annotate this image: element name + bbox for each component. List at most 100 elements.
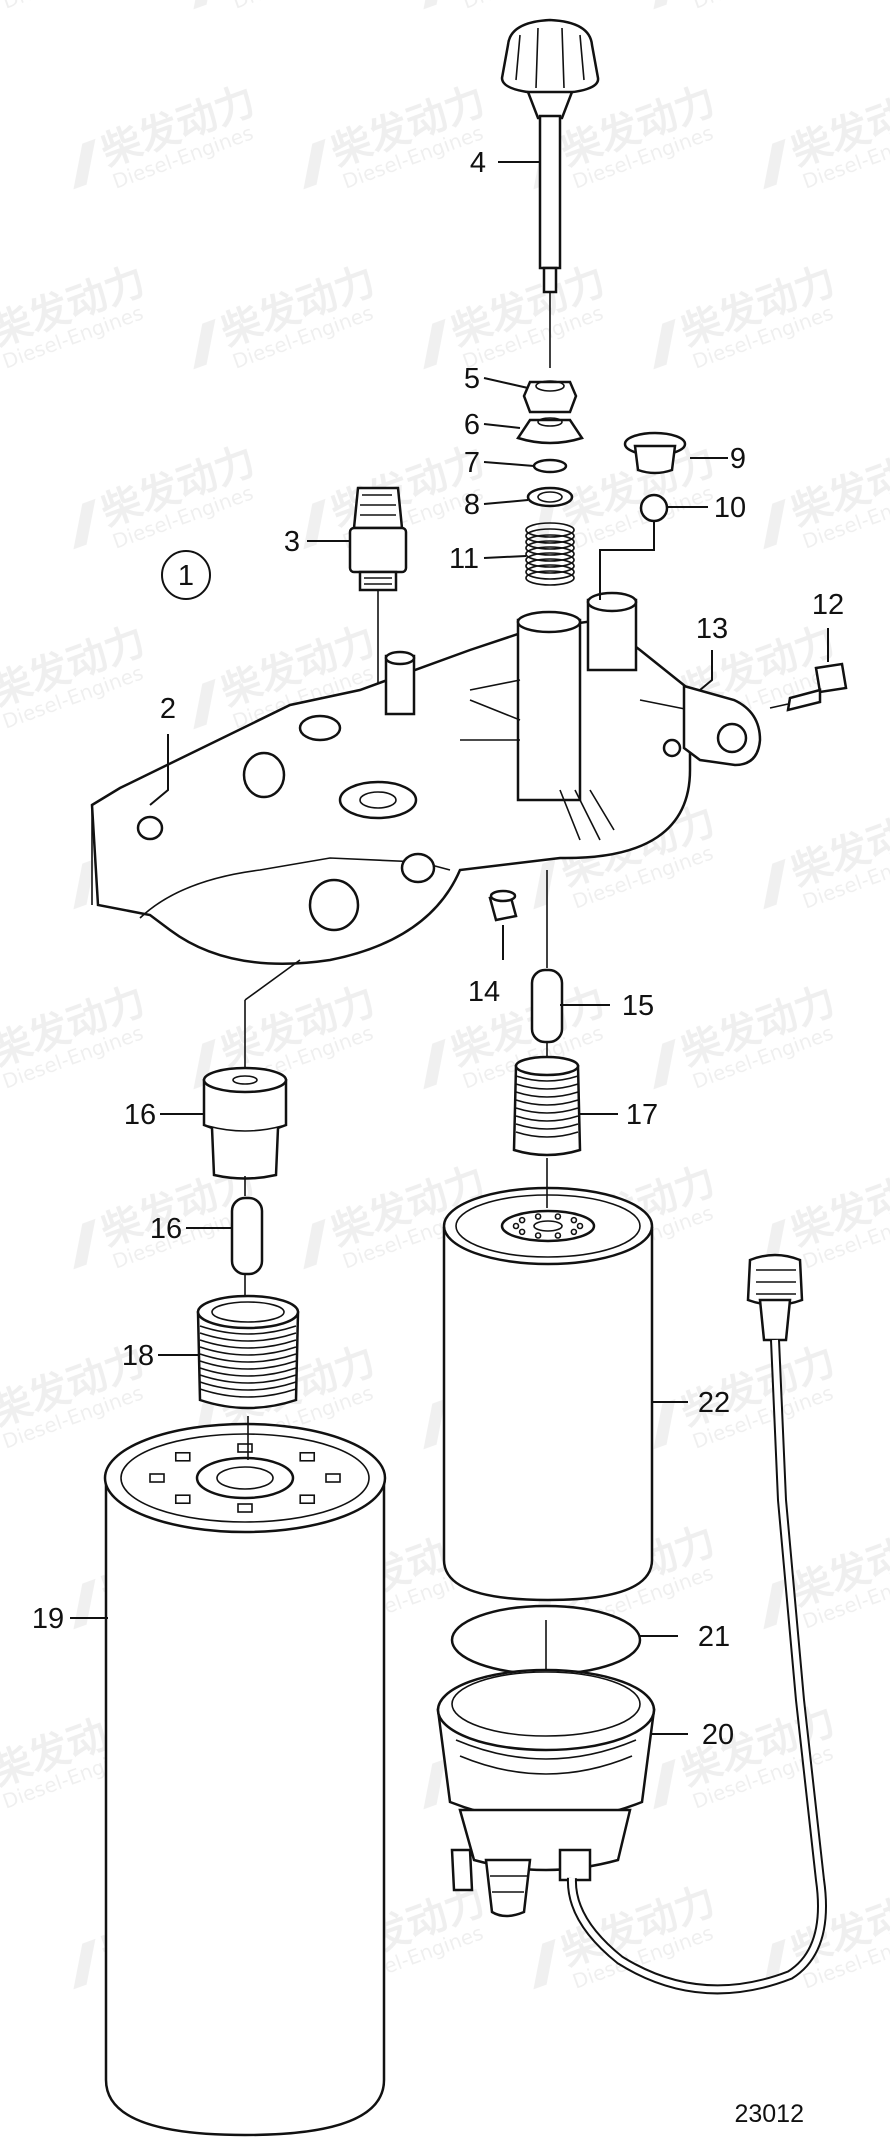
filter-hole bbox=[518, 1216, 526, 1224]
callout-12: 12 bbox=[812, 589, 844, 621]
spring-coil bbox=[525, 546, 575, 562]
part-7-o-ring bbox=[532, 458, 568, 474]
callout-labels: 1 2 3 4 5 6 7 8 9 10 11 12 13 14 15 16 1… bbox=[32, 147, 844, 1751]
thread-line bbox=[199, 1367, 297, 1377]
callout-6: 6 bbox=[464, 409, 480, 441]
callout-4: 4 bbox=[470, 147, 486, 179]
callout-19: 19 bbox=[32, 1603, 64, 1635]
part-10-ball bbox=[639, 493, 669, 523]
thread-line bbox=[199, 1353, 297, 1363]
callout-8: 8 bbox=[464, 489, 480, 521]
callout-7: 7 bbox=[464, 447, 480, 479]
callout-10: 10 bbox=[714, 492, 746, 524]
filter-hole bbox=[299, 1451, 316, 1462]
leader-lines bbox=[70, 161, 829, 1735]
thread-line bbox=[199, 1346, 297, 1356]
spring-coil bbox=[525, 528, 575, 544]
part-19-filter bbox=[103, 1416, 387, 2137]
filter-hole bbox=[518, 1228, 526, 1236]
thread-line bbox=[515, 1091, 579, 1098]
thread-line bbox=[199, 1332, 297, 1342]
spring-coil bbox=[525, 540, 575, 556]
callout-1: 1 bbox=[178, 560, 194, 592]
part-4-hand-pump bbox=[500, 18, 600, 368]
filter-hole bbox=[534, 1213, 542, 1220]
svg-text:Diesel-Engines: Diesel-Engines bbox=[459, 0, 606, 14]
thread-line bbox=[515, 1123, 579, 1130]
filter-hole bbox=[576, 1222, 584, 1230]
thread-line bbox=[515, 1115, 579, 1122]
filter-hole bbox=[570, 1216, 578, 1224]
svg-text:Diesel-Engines: Diesel-Engines bbox=[0, 0, 146, 14]
part-15-adapter bbox=[202, 1000, 288, 1300]
thread-line bbox=[199, 1360, 297, 1370]
callout-13: 13 bbox=[696, 613, 728, 645]
callout-17: 18 bbox=[122, 1340, 154, 1372]
filter-hole bbox=[570, 1228, 578, 1236]
filter-hole bbox=[325, 1473, 341, 1483]
callout-16-upper: 15 bbox=[622, 990, 654, 1022]
filter-hole bbox=[174, 1451, 191, 1462]
callout-18: 17 bbox=[626, 1099, 658, 1131]
filter-hole bbox=[534, 1232, 542, 1239]
callout-3: 3 bbox=[284, 526, 300, 558]
callout-16-lower: 16 bbox=[150, 1213, 182, 1245]
part-3-pressure-sensor bbox=[348, 486, 408, 800]
spring-coil bbox=[525, 552, 575, 568]
filter-hole bbox=[299, 1494, 316, 1505]
svg-text:Diesel-Engines: Diesel-Engines bbox=[229, 0, 376, 14]
thread-line bbox=[199, 1339, 297, 1349]
thread-line bbox=[199, 1325, 297, 1335]
part-13-bracket bbox=[682, 684, 762, 767]
callout-20: 20 bbox=[702, 1719, 734, 1751]
part-11-spring bbox=[525, 522, 575, 586]
part-12-bolt bbox=[769, 662, 848, 712]
thread-line bbox=[199, 1381, 297, 1391]
thread-line bbox=[515, 1083, 579, 1090]
callout-11: 11 bbox=[449, 543, 479, 575]
part-9-plug bbox=[623, 431, 687, 475]
thread-line bbox=[515, 1107, 579, 1114]
callout-15: 16 bbox=[124, 1099, 156, 1131]
thread-line bbox=[515, 1099, 579, 1106]
callout-14: 14 bbox=[468, 976, 500, 1008]
spring-coil bbox=[525, 558, 575, 574]
callout-2: 2 bbox=[160, 693, 176, 725]
svg-text:Diesel-Engines: Diesel-Engines bbox=[689, 0, 836, 14]
filter-hole bbox=[237, 1443, 253, 1453]
part-6-cone bbox=[516, 417, 584, 445]
spring-coil bbox=[525, 564, 575, 580]
drawing-number: 23012 bbox=[734, 2100, 804, 2128]
callout-21: 21 bbox=[698, 1621, 730, 1653]
spring-coil bbox=[525, 522, 575, 538]
callout-5: 5 bbox=[464, 363, 480, 395]
thread-line bbox=[199, 1388, 297, 1398]
spring-coil bbox=[525, 534, 575, 550]
filter-hole bbox=[554, 1232, 562, 1239]
sensor-cable bbox=[566, 1253, 827, 1995]
filter-hole bbox=[512, 1222, 520, 1230]
assembly-marker-circle bbox=[161, 550, 211, 600]
thread-line bbox=[199, 1374, 297, 1384]
filter-hole bbox=[237, 1503, 253, 1513]
part-8-seal bbox=[526, 486, 574, 508]
part-5-nut bbox=[522, 380, 578, 414]
leader-housing-15 bbox=[244, 959, 301, 1001]
